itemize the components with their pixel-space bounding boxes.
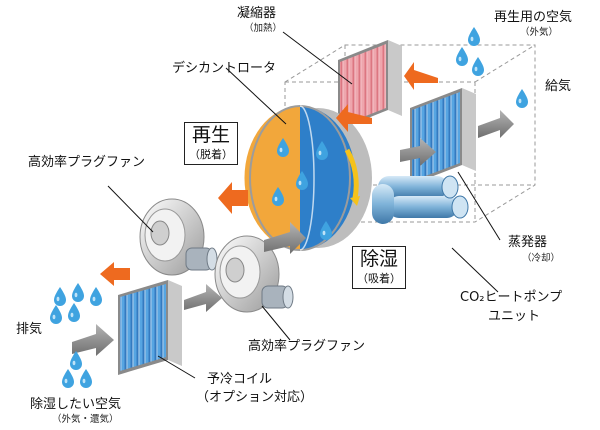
arrow-icon [184,284,222,312]
arrow-icon [264,222,306,254]
water-drop-icon [62,369,74,388]
plug-fan-1 [139,198,218,276]
air-in-sub-label: （外気・還気） [52,414,119,425]
supply-air-label: 給気 [545,79,572,94]
heat-pump-label-2: ユニット [488,309,541,324]
plug-fan-1-label: 高効率プラグファン [28,155,146,170]
water-drop-icon [72,283,84,302]
regeneration-sub-label: （脱着） [189,147,233,161]
water-drop-icon [516,89,528,108]
arrow-icon [336,104,372,132]
water-drop-icon [90,287,102,306]
leader-lines [107,31,501,379]
airflow-arrows [72,62,514,356]
water-drop-icon [472,57,484,76]
regeneration-label: 再生 [191,124,230,146]
exhaust-label: 排気 [16,322,43,337]
precool-coil-label-1: 予冷コイル [207,372,273,387]
evaporator-sub-label: （冷却） [522,253,561,264]
condenser-label: 凝縮器 [237,6,277,21]
arrow-icon [72,324,114,356]
condenser-sub-label: （加熱） [244,23,283,34]
precool-coil-label-2: （オプション対応） [196,390,314,405]
dehumid-label: 除湿 [359,248,398,270]
arrow-icon [404,62,438,90]
water-drop-icon [456,47,468,66]
regen-air-label: 再生用の空気 [494,10,573,25]
dehumid-sub-label: （吸着） [357,271,401,285]
regeneration-box: 再生 （脱着） [184,122,238,165]
water-drop-icon [50,305,62,324]
plug-fan-2 [214,235,294,313]
desiccant-rotor-label: デシカントロータ [172,61,277,76]
condenser-coil [338,40,402,130]
desiccant-rotor [244,105,372,251]
arrow-icon [400,138,436,166]
precool-coil [118,280,182,375]
heat-pump-label-1: CO₂ヒートポンプ [460,290,563,305]
evaporator-label: 蒸発器 [508,235,548,250]
dehumid-box: 除湿 （吸着） [352,246,406,289]
air-in-label: 除湿したい空気 [30,397,122,412]
evaporator-coil [410,88,476,185]
plug-fan-2-label: 高効率プラグファン [248,339,366,354]
arrow-icon [218,182,248,214]
water-drop-icon [70,351,82,370]
arrow-icon [478,110,514,138]
water-drop-icon [80,369,92,388]
co2-heat-pump-unit [372,175,469,224]
water-drop-icon [468,27,480,46]
regen-air-sub-label: （外気） [520,27,559,38]
water-drop-icon [54,287,66,306]
water-drop-icon [68,303,80,322]
arrow-icon [100,262,130,286]
